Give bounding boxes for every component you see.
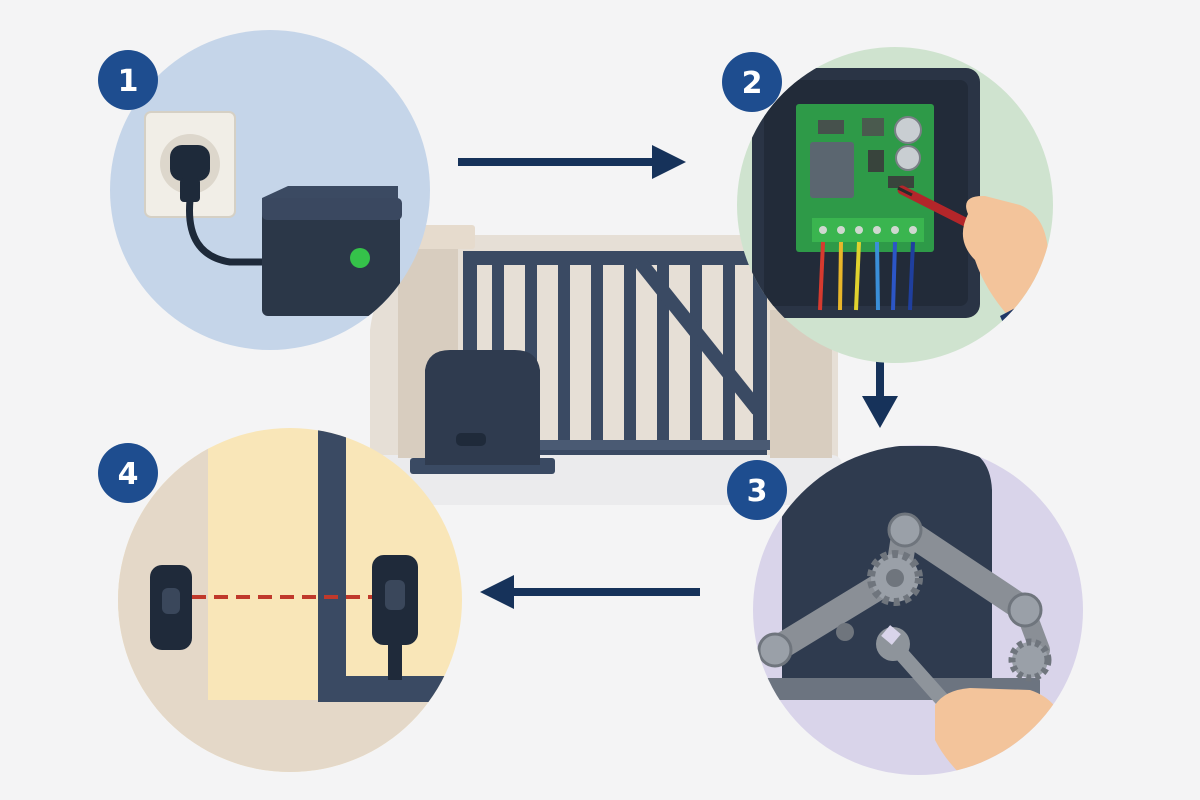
step-3-badge: 3 <box>727 460 787 520</box>
gate-bars <box>492 262 735 442</box>
wires <box>818 241 915 311</box>
power-plug-icon <box>170 145 272 266</box>
status-led <box>350 248 370 268</box>
gate-bar <box>690 262 702 442</box>
gate-diagonal-brace <box>634 257 764 415</box>
step-3-panel: 3 <box>727 445 1083 775</box>
arrow-step-1-to-step-2 <box>458 145 686 179</box>
step-2-badge: 2 <box>722 52 782 112</box>
arrow-step-3-to-step-4 <box>480 575 700 609</box>
photocell-sensor-icon <box>372 555 418 680</box>
step-3-number: 3 <box>747 474 768 509</box>
step-4-badge: 4 <box>98 443 158 503</box>
circuit-board-icon <box>796 104 934 252</box>
step-2-panel: 2 <box>722 47 1053 363</box>
motor-release-slot <box>456 433 486 446</box>
step-2-number: 2 <box>742 66 763 101</box>
gate-bar <box>591 262 603 442</box>
step-1-number: 1 <box>118 64 139 99</box>
gate-rack <box>470 440 770 450</box>
gate-bar <box>558 262 570 442</box>
terminal-block <box>812 218 924 242</box>
photocell-sensor-icon <box>150 565 192 650</box>
motor-housing <box>425 350 540 465</box>
flow-arrows <box>458 145 898 609</box>
step-1-badge: 1 <box>98 50 158 110</box>
step-4-number: 4 <box>118 457 139 492</box>
step-1-panel: 1 <box>98 30 430 350</box>
gate-bar <box>657 262 669 442</box>
hand-icon <box>935 688 1065 775</box>
ground-strip <box>118 700 462 772</box>
gate-bar <box>624 262 636 442</box>
control-box-icon <box>262 186 402 316</box>
arrow-step-2-to-step-3 <box>862 355 898 428</box>
gear-icon <box>867 550 1052 682</box>
gate-motor-icon <box>410 350 555 474</box>
gate-bar <box>723 262 735 442</box>
power-cable <box>186 196 272 266</box>
